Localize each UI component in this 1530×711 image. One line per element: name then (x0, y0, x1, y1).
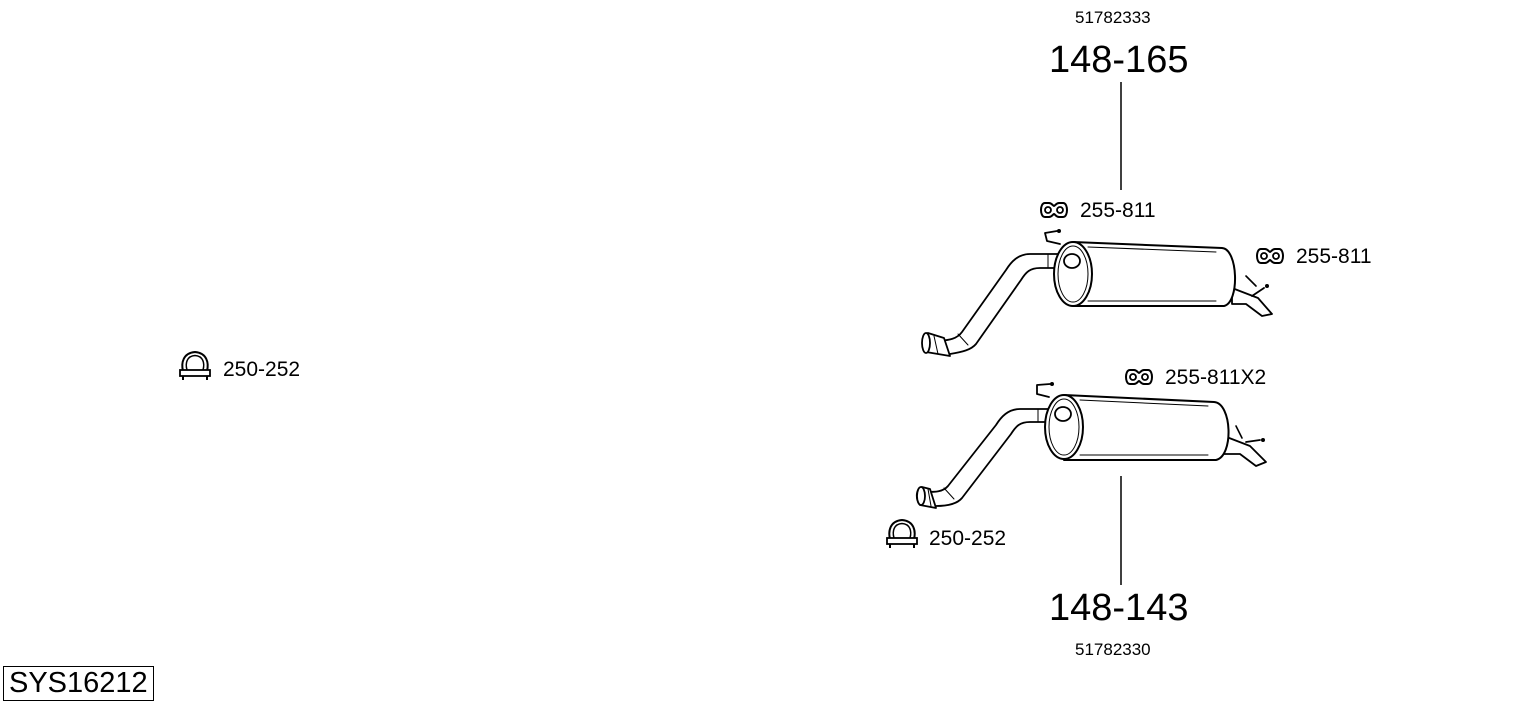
upper-oem-number: 51782333 (1075, 8, 1151, 27)
rubber-hanger-icon (1256, 248, 1284, 264)
upper-hanger-top-label: 255-811 (1080, 199, 1156, 222)
upper-clamp-label: 250-252 (223, 358, 301, 381)
u-bolt-clamp-icon (179, 351, 211, 381)
lower-part-number: 148-143 (1049, 587, 1189, 629)
u-bolt-clamp-icon (886, 519, 918, 549)
lower-oem-number: 51782330 (1075, 640, 1151, 659)
upper-silencer-drawing (921, 229, 1273, 357)
lower-clamp-label: 250-252 (929, 527, 1007, 550)
upper-part-number: 148-165 (1049, 39, 1189, 81)
rubber-hanger-icon (1125, 369, 1153, 385)
system-code-box: SYS16212 (3, 666, 154, 702)
rubber-hanger-icon (1040, 202, 1068, 218)
lower-silencer-drawing (915, 382, 1267, 509)
upper-hanger-right-label: 255-811 (1296, 245, 1372, 268)
lower-hanger-label: 255-811X2 (1165, 366, 1267, 389)
